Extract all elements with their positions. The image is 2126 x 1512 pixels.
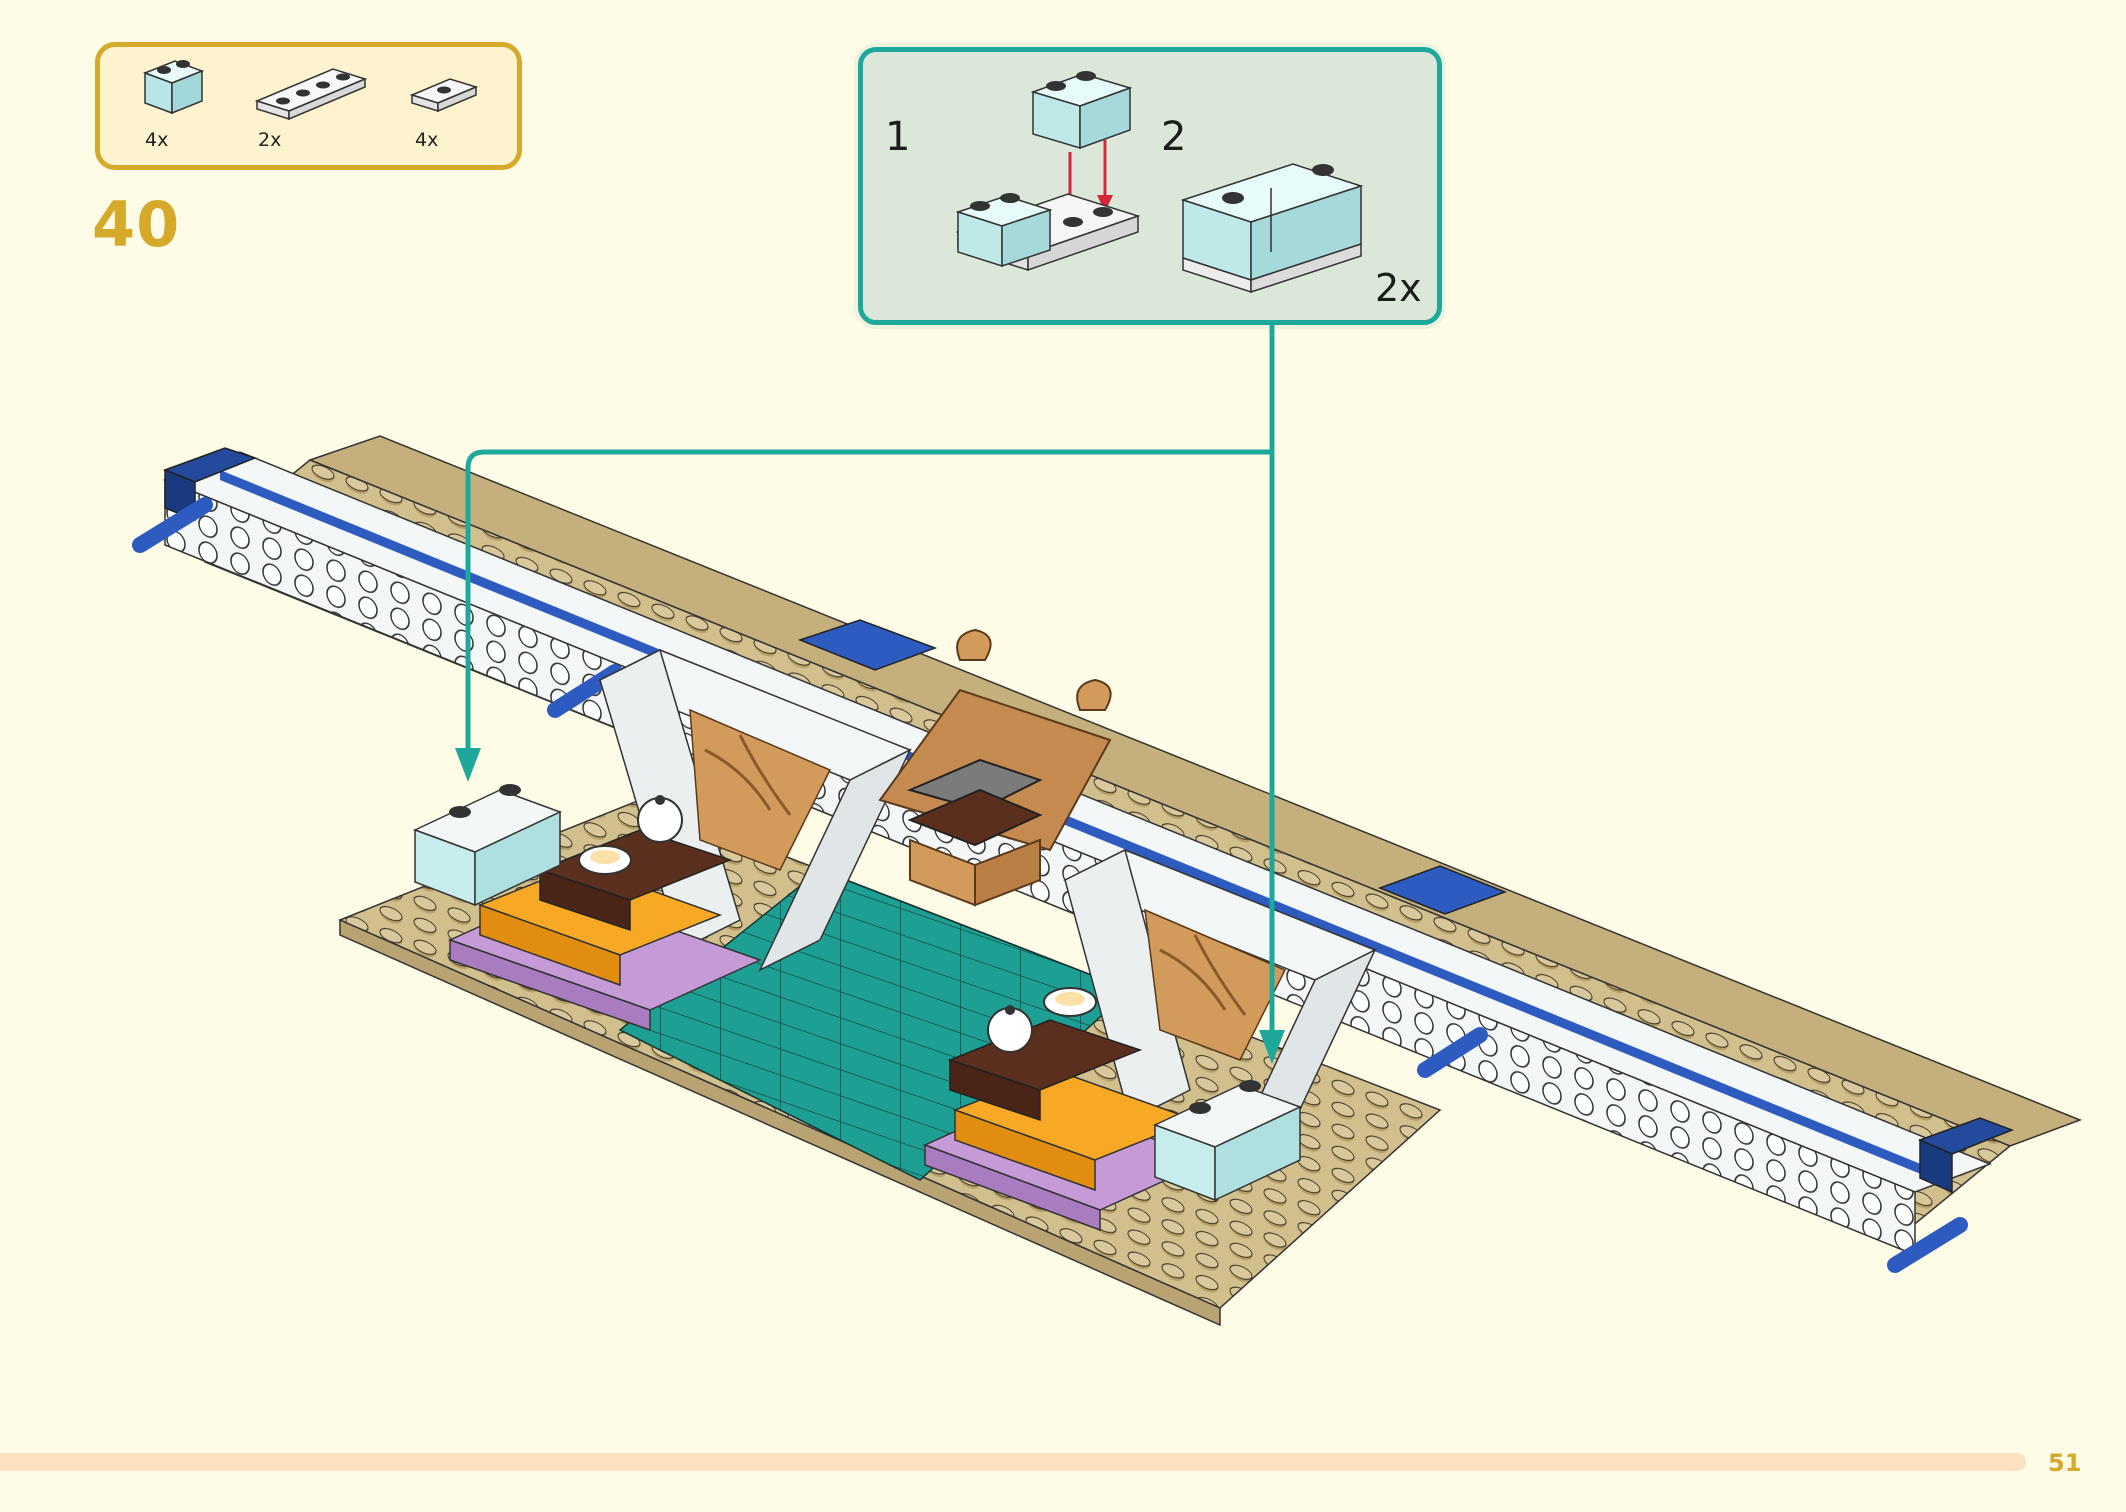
substep-1-illustration: [955, 71, 1141, 272]
part-qty: 2x: [258, 129, 282, 151]
arrow-head-left: [455, 748, 481, 782]
substep-number: 1: [885, 114, 911, 160]
left-brick-assembly: [413, 784, 562, 907]
trans-brick-part-icon: [142, 60, 205, 115]
callout-multiplier: 2x: [1375, 266, 1422, 310]
arrow-head-right: [1259, 1030, 1285, 1064]
part-qty: 4x: [415, 129, 439, 151]
subassembly-callout: 1 2 2x: [858, 47, 1442, 325]
right-brick-assembly: [1153, 1080, 1302, 1202]
page-progress-bar: [0, 1453, 2026, 1471]
parts-list-box: 4x 2x 4x: [95, 42, 522, 170]
white-plate-part-icon: [254, 68, 368, 121]
page-number: 51: [2048, 1449, 2082, 1477]
gold-throne: [878, 628, 1112, 907]
step-number: 40: [92, 188, 181, 261]
part-qty: 4x: [145, 129, 169, 151]
substep-number: 2: [1161, 114, 1187, 160]
callout-pointer-lines: [465, 325, 1275, 1035]
white-tile-part-icon: [409, 78, 479, 113]
substep-2-illustration: [1180, 163, 1364, 294]
right-table-set: [923, 987, 1212, 1232]
left-table-set: [447, 795, 763, 1032]
